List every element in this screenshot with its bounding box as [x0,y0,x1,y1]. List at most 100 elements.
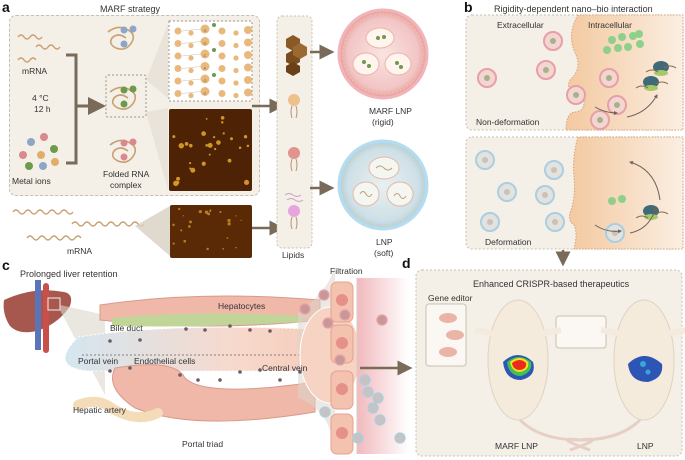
afm-spot [172,242,175,245]
sugar-atom [233,55,239,61]
phosphate-atom [218,77,226,85]
afm-spot [208,153,211,156]
afm-spot [183,239,187,243]
soft-lnp-particle [359,374,371,386]
lnp-mouse-label: LNP [637,441,654,451]
afm-spot [226,237,229,239]
metal-ions-icon [19,133,59,170]
hepatocytes-label: Hepatocytes [218,301,266,311]
folded-rna-complex-blue [107,25,137,50]
space-of-disse [357,278,409,454]
rigid-lnp-particle [334,354,346,366]
phosphate-atom [218,65,226,72]
afm-image-folded [169,109,252,191]
sugar-atom [233,80,239,86]
phosphate-atom [218,40,226,47]
hepatic-artery-label: Hepatic artery [73,405,126,415]
afm-spot [172,223,175,227]
afm-spot [201,131,206,136]
cholesterol-icon [286,35,307,76]
soft-lnp-particle [374,414,386,426]
temperature-label: 4 °C [32,93,49,103]
marf-lnp-label-1: MARF LNP [369,106,412,116]
soft-lnp-particle [372,392,384,404]
selected-complex-frame [105,74,147,118]
panel-letter-a: a [2,0,10,15]
nanoparticle-dot [268,329,272,333]
afm-spot [219,211,222,214]
afm-spot [240,219,242,222]
soft-lnp-particle [362,386,374,398]
sugar-atom [233,30,239,36]
nucleotide-letter: U [204,91,207,96]
base-atom [244,88,252,97]
base-atom [244,63,252,72]
afm-spot [189,220,192,224]
molecular-structure-image [168,20,253,102]
phosphate-atom [218,27,226,35]
nucleotide-letter: C [204,53,207,58]
ionizable-lipid-icon [288,94,300,119]
phosphate-atom [174,77,182,85]
peg-lipid-icon [284,193,304,230]
afm-spot [188,143,193,148]
afm-spot [205,117,208,120]
afm-spot [227,158,232,163]
afm-spot [238,146,242,150]
afm-image-mrna [170,205,252,258]
gene-editor-box-lnp [555,315,607,349]
afm-spot [227,218,231,223]
marf-lnp-label-2: (rigid) [372,117,394,127]
afm-spot [230,137,234,141]
panel-b-title: Rigidity-dependent nano–bio interaction [494,4,653,14]
nanoparticle-dot [258,368,262,372]
afm-spot [213,136,216,139]
phosphate-atom [174,52,182,60]
afm-spot [178,207,181,211]
phosphate-atom [218,52,226,60]
nanoparticle-dot [138,338,142,342]
panel-letter-b: b [464,0,473,15]
base-atom [200,37,210,46]
soft-lnp-particle [367,402,379,414]
bile-duct-label: Bile duct [110,323,143,333]
afm-spot [227,222,231,226]
intracellular-label: Intracellular [588,20,632,30]
base-atom [244,51,252,59]
nucleotide-letter: G [203,78,206,83]
sugar-atom [188,30,194,36]
nanoparticle-dot [228,324,232,328]
panel-d-title: Enhanced CRISPR-based therapeutics [473,279,630,289]
base-atom [200,74,210,84]
lipids-label: Lipids [282,250,305,260]
afm-spot [184,141,189,146]
base-atom [200,49,210,59]
nanoparticle-dot [128,366,132,370]
afm-spot [246,144,250,148]
rigid-lnp-particle [339,309,351,321]
mrna-strands-icon [17,34,61,63]
afm-spot [209,210,212,213]
cell-membrane-top [565,14,684,131]
nanoparticle-dot [196,378,200,382]
metal-ion [212,48,216,52]
filtration-label: Filtration [330,266,363,276]
rigid-lnp-particle [322,317,334,329]
base-atom [244,26,252,34]
sugar-atom [188,42,194,49]
endothelial-cells-label: Endothelial cells [134,356,196,366]
afm-spot [235,215,237,217]
gene-editor-label: Gene editor [428,293,473,303]
afm-spot [205,144,209,147]
sugar-atom [188,67,194,74]
panel-letter-c: c [2,257,10,273]
afm-spot [220,116,225,120]
rigid-lnp-particle [299,303,311,315]
metal-ion [212,23,216,27]
protein-cluster-icon [603,30,644,205]
extracellular-label: Extracellular [497,20,544,30]
nucleotide-letter: A [204,66,207,71]
nanoparticle-dot [278,378,282,382]
phospholipid-icon [288,147,300,172]
nanoparticle-dot [108,339,112,343]
